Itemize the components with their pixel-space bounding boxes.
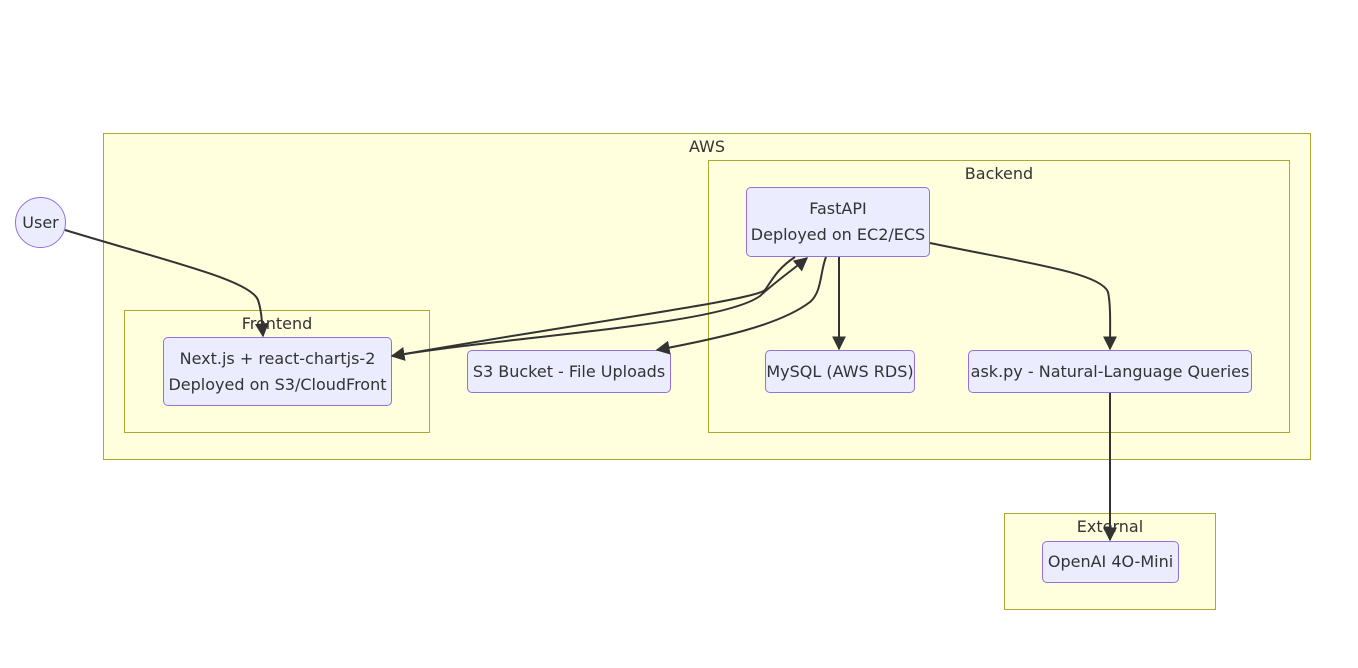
fastapi-node-line2: Deployed on EC2/ECS — [750, 225, 926, 244]
askpy-node-label: ask.py - Natural-Language Queries — [970, 361, 1250, 381]
s3-node[interactable]: S3 Bucket - File Uploads — [467, 350, 671, 393]
external-cluster-title: External — [1076, 517, 1144, 536]
aws-cluster-title: AWS — [688, 137, 726, 156]
fastapi-node[interactable]: FastAPI Deployed on EC2/ECS — [746, 187, 930, 257]
askpy-node[interactable]: ask.py - Natural-Language Queries — [968, 350, 1252, 393]
nextjs-node-line2: Deployed on S3/CloudFront — [168, 374, 387, 394]
backend-cluster-title: Backend — [964, 164, 1034, 183]
mysql-node-label: MySQL (AWS RDS) — [766, 361, 914, 381]
user-node[interactable]: User — [15, 197, 66, 248]
fastapi-node-line1: FastAPI — [809, 199, 867, 218]
user-node-label: User — [22, 212, 59, 232]
nextjs-node-line1: Next.js + react-chartjs-2 — [179, 348, 376, 368]
frontend-cluster-title: Frontend — [241, 314, 313, 333]
openai-node[interactable]: OpenAI 4O-Mini — [1042, 541, 1179, 583]
mysql-node[interactable]: MySQL (AWS RDS) — [765, 350, 915, 393]
s3-node-label: S3 Bucket - File Uploads — [472, 361, 666, 381]
nextjs-node[interactable]: Next.js + react-chartjs-2 Deployed on S3… — [163, 337, 392, 406]
openai-node-label: OpenAI 4O-Mini — [1047, 552, 1174, 571]
